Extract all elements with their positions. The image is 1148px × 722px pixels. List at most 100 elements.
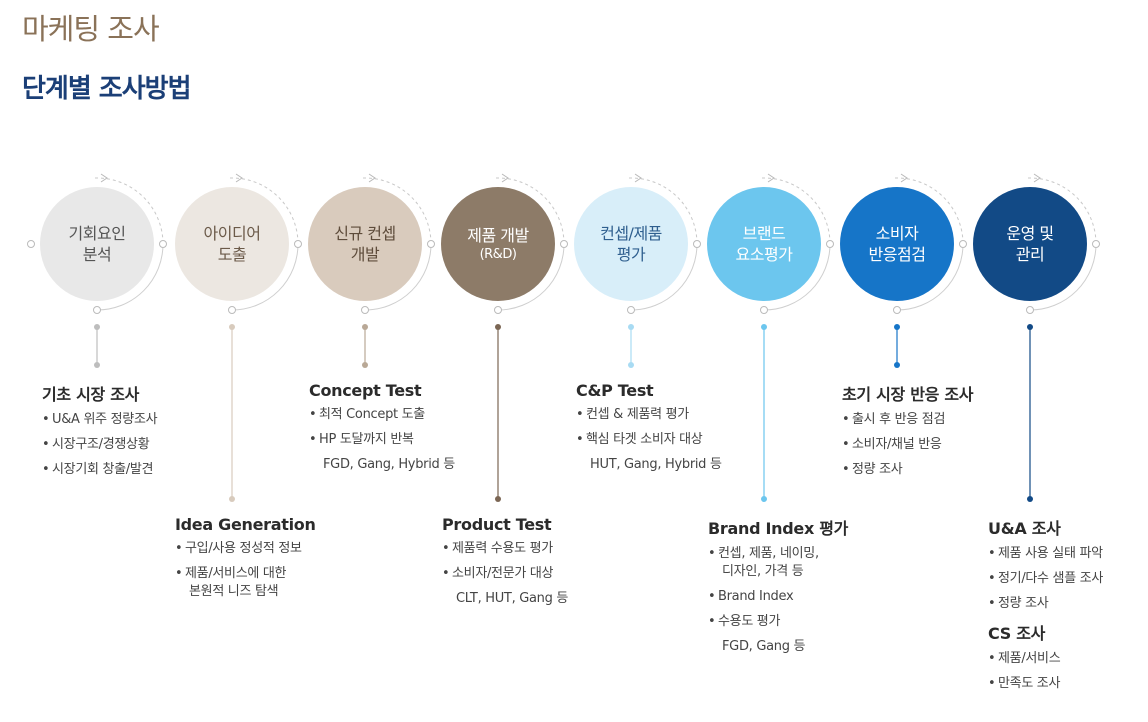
step-circle-opportunity-analysis: 기회요인 분석 xyxy=(40,187,154,301)
connector-arc xyxy=(1027,177,1097,245)
step-label: 분석 xyxy=(82,245,112,264)
research-block-concept-test: Concept Test •최적 Concept 도출 •HP 도달까지 반복 … xyxy=(309,381,455,481)
connector-arc xyxy=(96,243,164,311)
connector-node xyxy=(760,306,768,314)
research-block-ua-cs: U&A 조사 •제품 사용 실태 파악 •정기/다수 샘플 조사 •정량 조사 … xyxy=(988,515,1103,700)
list-item: •출시 후 반응 점검 xyxy=(842,412,946,427)
step-label: 관리 xyxy=(1015,245,1045,264)
timeline-dot xyxy=(94,362,100,368)
research-block-cp-test: C&P Test •컨셉 & 제품력 평가 •핵심 타겟 소비자 대상 HUT,… xyxy=(576,381,722,481)
timeline-dot xyxy=(229,496,235,502)
step-label: 신규 컨셉 xyxy=(334,224,396,243)
step-label: 소비자 xyxy=(875,224,919,243)
step-label: 아이디어 xyxy=(203,224,261,243)
list-item: •컨셉 & 제품력 평가 xyxy=(576,407,689,422)
connector-node xyxy=(1092,240,1100,248)
step-label: 반응점검 xyxy=(868,245,926,264)
step-circle-concept-development: 신규 컨셉 개발 xyxy=(308,187,422,301)
timeline-dot xyxy=(628,362,634,368)
connector-node xyxy=(693,240,701,248)
list-item-continuation: CLT, HUT, Gang 등 xyxy=(456,591,569,606)
list-item: •제품 사용 실태 파악 xyxy=(988,546,1103,561)
connector-arc xyxy=(761,177,831,245)
list-item: •컨셉, 제품, 네이밍, xyxy=(708,546,819,561)
block-heading: C&P Test xyxy=(576,381,654,400)
connector-node xyxy=(826,240,834,248)
research-block-product-test: Product Test •제품력 수용도 평가 •소비자/전문가 대상 CLT… xyxy=(442,515,568,615)
research-block-initial-market-response: 초기 시장 반응 조사 •출시 후 반응 점검 •소비자/채널 반응 •정량 조… xyxy=(842,381,973,486)
research-block-brand-index: Brand Index 평가 •컨셉, 제품, 네이밍, 디자인, 가격 등 •… xyxy=(708,515,848,663)
block-heading: Brand Index 평가 xyxy=(708,519,849,538)
list-item: •시장기회 창출/발견 xyxy=(42,462,154,477)
list-item: •정량 조사 xyxy=(988,596,1049,611)
list-item: •핵심 타겟 소비자 대상 xyxy=(576,432,703,447)
list-item: •정량 조사 xyxy=(842,462,903,477)
step-circle-idea-derivation: 아이디어 도출 xyxy=(175,187,289,301)
list-item: •HP 도달까지 반복 xyxy=(309,432,414,447)
connector-arc xyxy=(362,177,432,245)
arrow-head-icon xyxy=(1033,173,1041,183)
connector-node xyxy=(361,306,369,314)
arrow-head-icon xyxy=(501,173,509,183)
step-label: 기회요인 xyxy=(68,224,126,243)
list-item-continuation: HUT, Gang, Hybrid 등 xyxy=(590,457,722,472)
list-item-continuation: FGD, Gang 등 xyxy=(722,639,806,654)
timeline-dot xyxy=(1027,496,1033,502)
step-label: 평가 xyxy=(616,245,646,264)
step-label: (R&D) xyxy=(479,246,517,262)
section-title: 단계별 조사방법 xyxy=(22,74,191,104)
step-label: 요소평가 xyxy=(735,245,793,264)
list-item: •소비자/전문가 대상 xyxy=(442,566,554,581)
list-item-continuation: 본원적 니즈 탐색 xyxy=(189,584,279,599)
timeline-dot xyxy=(894,362,900,368)
connector-node xyxy=(27,240,35,248)
connector-arc xyxy=(364,243,432,311)
block-heading: 기초 시장 조사 xyxy=(42,385,140,404)
list-item: •정기/다수 샘플 조사 xyxy=(988,571,1104,586)
connector-arc xyxy=(894,177,964,245)
step-circle-product-development: 제품 개발 (R&D) xyxy=(441,187,555,301)
list-item: •제품/서비스 xyxy=(988,651,1061,666)
step-circle-consumer-response-check: 소비자 반응점검 xyxy=(840,187,954,301)
connector-node xyxy=(159,240,167,248)
step-label: 제품 개발 xyxy=(467,225,529,245)
connector-node xyxy=(959,240,967,248)
connector-arc xyxy=(229,177,299,245)
timeline-dot xyxy=(495,496,501,502)
connector-arc xyxy=(763,243,831,311)
list-item: •만족도 조사 xyxy=(988,676,1061,691)
connector-node xyxy=(228,306,236,314)
connector-node xyxy=(494,306,502,314)
step-label: 운영 및 xyxy=(1006,224,1054,243)
block-heading: Concept Test xyxy=(309,381,422,400)
connector-arc xyxy=(497,243,565,311)
list-item: •U&A 위주 정량조사 xyxy=(42,412,158,427)
connector-arc xyxy=(495,177,565,245)
list-item: •소비자/채널 반응 xyxy=(842,437,942,452)
list-item-continuation: FGD, Gang, Hybrid 등 xyxy=(323,457,455,472)
arrow-head-icon xyxy=(368,173,376,183)
block-heading: Product Test xyxy=(442,515,552,534)
arrow-head-icon xyxy=(900,173,908,183)
step-label: 컨셉/제품 xyxy=(600,224,662,243)
connector-node xyxy=(294,240,302,248)
arrow-head-icon xyxy=(100,173,108,183)
list-item: •Brand Index xyxy=(708,589,794,604)
connector-arc xyxy=(896,243,964,311)
list-item: •제품력 수용도 평가 xyxy=(442,541,553,556)
connector-node xyxy=(560,240,568,248)
research-block-idea-generation: Idea Generation •구입/사용 정성적 정보 •제품/서비스에 대… xyxy=(175,515,316,608)
connector-arc xyxy=(630,243,698,311)
connector-node xyxy=(627,306,635,314)
list-item-continuation: 디자인, 가격 등 xyxy=(722,564,804,579)
timeline-dot xyxy=(761,496,767,502)
arrow-head-icon xyxy=(634,173,642,183)
step-circle-concept-product-evaluation: 컨셉/제품 평가 xyxy=(574,187,688,301)
connector-node xyxy=(93,306,101,314)
connector-arc xyxy=(94,177,164,245)
step-label: 도출 xyxy=(217,245,247,264)
block-heading: CS 조사 xyxy=(988,624,1046,643)
list-item: •구입/사용 정성적 정보 xyxy=(175,541,302,556)
step-circle-brand-element-evaluation: 브랜드 요소평가 xyxy=(707,187,821,301)
connector-arc xyxy=(1029,243,1097,311)
